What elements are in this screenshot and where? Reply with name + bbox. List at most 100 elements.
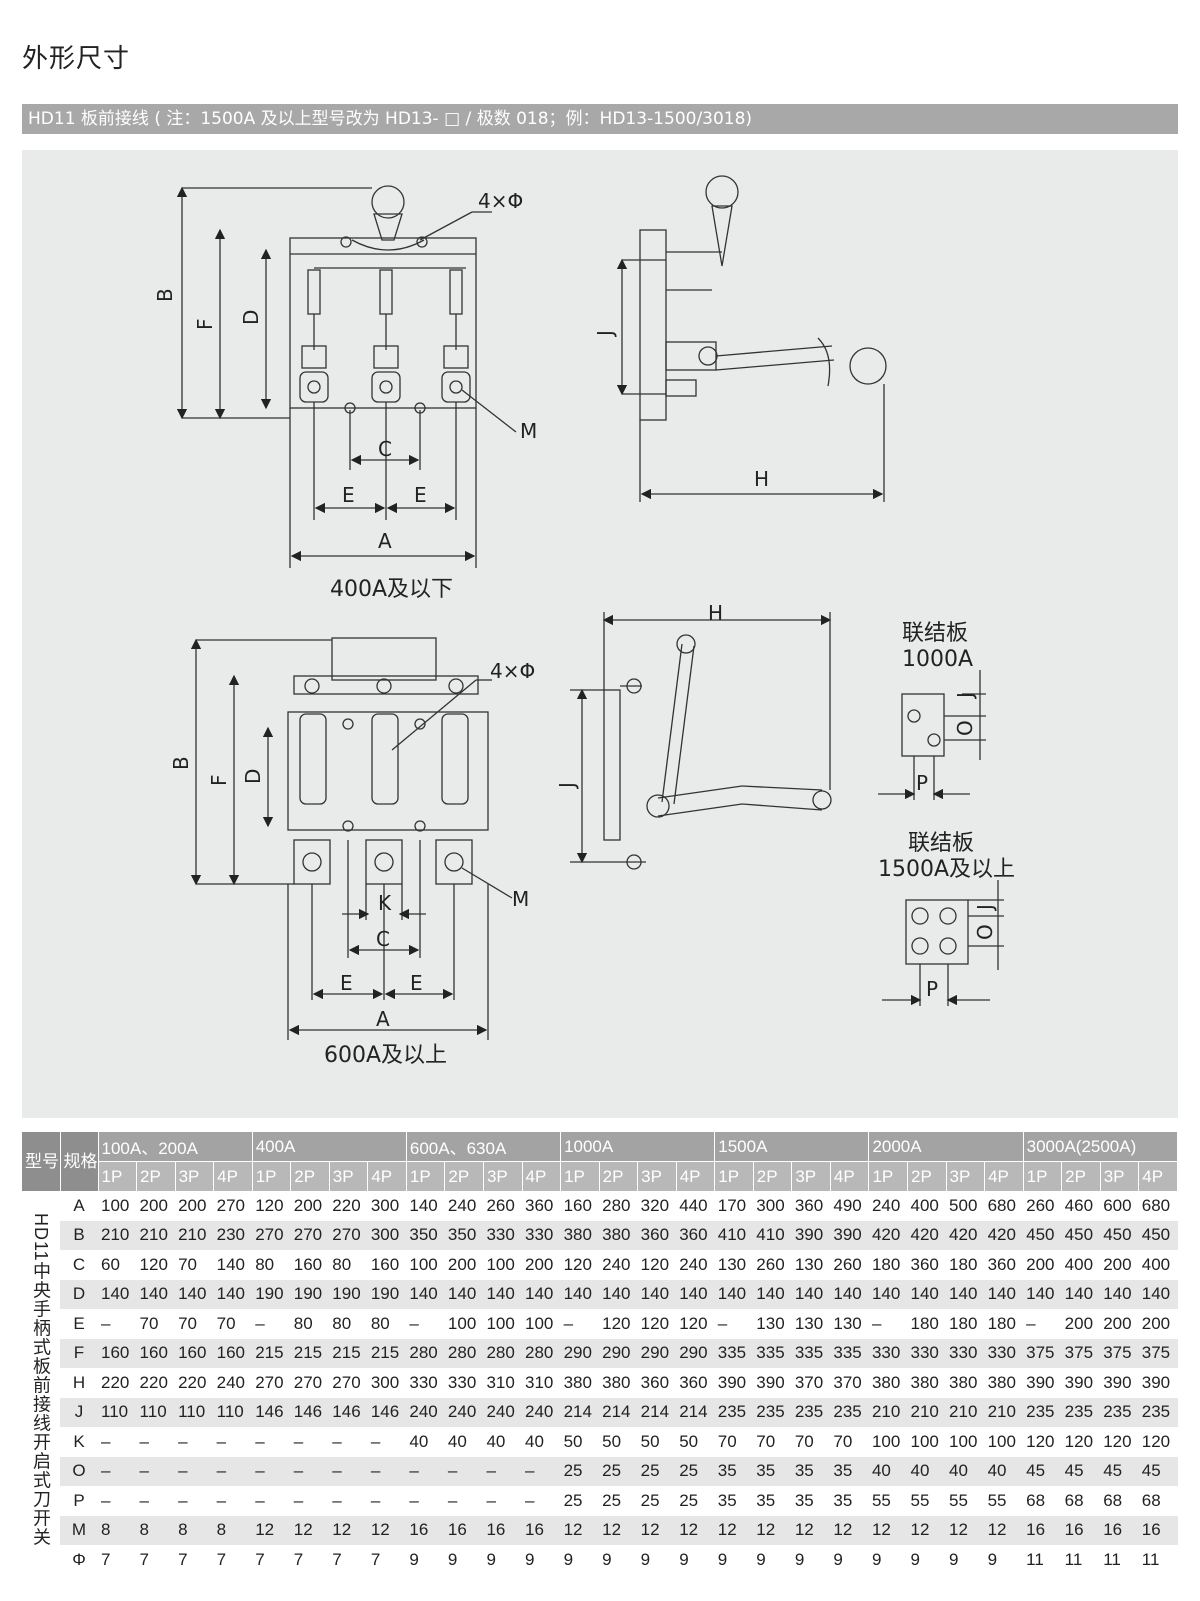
value-cell: 270 (252, 1220, 291, 1250)
value-cell: 120 (679, 1313, 708, 1333)
value-cell: 210 (946, 1397, 985, 1427)
value-cell: 100 (447, 1313, 477, 1333)
label-C-bottom: C (376, 927, 390, 951)
value-cell: 420 (907, 1220, 947, 1250)
value-cell: 140 (444, 1279, 484, 1309)
value-cell: 16 (483, 1515, 523, 1545)
value-cell: 50 (679, 1431, 699, 1451)
value-cell: 190 (290, 1279, 330, 1309)
value-cell: 25 (560, 1456, 600, 1486)
value-cell: 270 (255, 1372, 284, 1392)
value-cell: 40 (409, 1431, 429, 1451)
value-cell: 120 (640, 1313, 670, 1333)
label-H-bottom: H (708, 601, 723, 625)
spec-header-label: 规格 (63, 1151, 98, 1171)
value-cell: 235 (830, 1397, 869, 1427)
spec-header: 规格 (60, 1132, 99, 1191)
value-cell: – (447, 1490, 458, 1510)
pole-header: 1P (714, 1161, 754, 1191)
value-cell: 68 (1103, 1490, 1123, 1510)
value-cell: 9 (717, 1549, 728, 1569)
value-cell: – (522, 1456, 561, 1486)
pole-header: 2P (1061, 1161, 1101, 1191)
value-cell: 25 (563, 1490, 583, 1510)
value-cell: – (332, 1490, 342, 1510)
value-cell: – (178, 1490, 188, 1510)
value-cell: 120 (1141, 1431, 1171, 1451)
param-label: H (72, 1372, 86, 1392)
value-cell: 220 (332, 1195, 361, 1215)
group-header: 400A (252, 1132, 407, 1162)
value-cell: 335 (753, 1338, 792, 1368)
value-cell: 12 (367, 1515, 407, 1545)
pole-header: 2P (136, 1161, 176, 1191)
label-K: K (378, 891, 392, 915)
value-cell: 40 (447, 1431, 467, 1451)
value-cell: 240 (216, 1372, 246, 1392)
value-cell: 55 (987, 1490, 1007, 1510)
value-cell: 140 (98, 1279, 137, 1309)
value-cell: 70 (139, 1313, 159, 1333)
value-cell: 390 (1103, 1372, 1132, 1392)
group-header: 1500A (714, 1132, 870, 1162)
value-cell: 12 (946, 1515, 985, 1545)
value-cell: – (136, 1456, 176, 1486)
plate-1500-O: O (973, 924, 997, 940)
value-cell: 146 (290, 1397, 330, 1427)
value-cell: 680 (987, 1195, 1016, 1215)
param-label: A (73, 1195, 85, 1215)
value-cell: 11 (1103, 1549, 1121, 1569)
label-D-bottom: D (241, 769, 265, 784)
value-cell: 11 (1141, 1549, 1160, 1569)
value-cell: 40 (868, 1456, 908, 1486)
value-cell: – (101, 1313, 111, 1333)
value-cell: 140 (791, 1279, 831, 1309)
value-cell: 35 (833, 1490, 853, 1510)
value-cell: 180 (871, 1254, 901, 1274)
value-cell: 120 (1026, 1431, 1055, 1451)
value-cell: 12 (676, 1515, 715, 1545)
label-J-top: J (593, 330, 617, 338)
value-cell: 600 (1103, 1195, 1132, 1215)
value-cell: 130 (717, 1254, 747, 1274)
value-cell: 130 (756, 1313, 785, 1333)
pole-header: 4P (522, 1161, 562, 1191)
pole-header: 4P (984, 1161, 1024, 1191)
value-cell: 146 (252, 1397, 291, 1427)
model-header-label: 型号 (25, 1151, 59, 1171)
pole-header: 1P (1023, 1161, 1063, 1191)
value-cell: 235 (1023, 1397, 1062, 1427)
value-cell: 335 (714, 1338, 754, 1368)
value-cell: – (255, 1313, 265, 1333)
value-cell: 310 (525, 1372, 554, 1392)
value-cell: 68 (1064, 1490, 1084, 1510)
value-cell: 210 (907, 1397, 947, 1427)
value-cell: 420 (946, 1220, 985, 1250)
value-cell: 260 (486, 1195, 515, 1215)
value-cell: – (370, 1490, 381, 1510)
value-cell: 440 (679, 1195, 708, 1215)
value-cell: 140 (753, 1279, 792, 1309)
value-cell: 300 (367, 1220, 407, 1250)
value-cell: 200 (525, 1254, 554, 1274)
value-cell: 120 (602, 1313, 631, 1333)
value-cell: 214 (560, 1397, 600, 1427)
value-cell: – (255, 1490, 265, 1510)
value-cell: – (409, 1313, 419, 1333)
value-cell: 160 (370, 1254, 400, 1274)
value-cell: 240 (871, 1195, 901, 1215)
value-cell: 200 (178, 1195, 207, 1215)
label-E1-top: E (342, 483, 355, 507)
value-cell: – (406, 1456, 445, 1486)
value-cell: 380 (987, 1372, 1016, 1392)
label-F-bottom: F (207, 774, 231, 786)
value-cell: 235 (753, 1397, 792, 1427)
pole-header: 2P (444, 1161, 484, 1191)
value-cell: 350 (406, 1220, 445, 1250)
value-cell: 140 (984, 1279, 1024, 1309)
value-cell: 100 (409, 1254, 438, 1274)
value-cell: 7 (370, 1549, 381, 1569)
value-cell: 12 (830, 1515, 869, 1545)
